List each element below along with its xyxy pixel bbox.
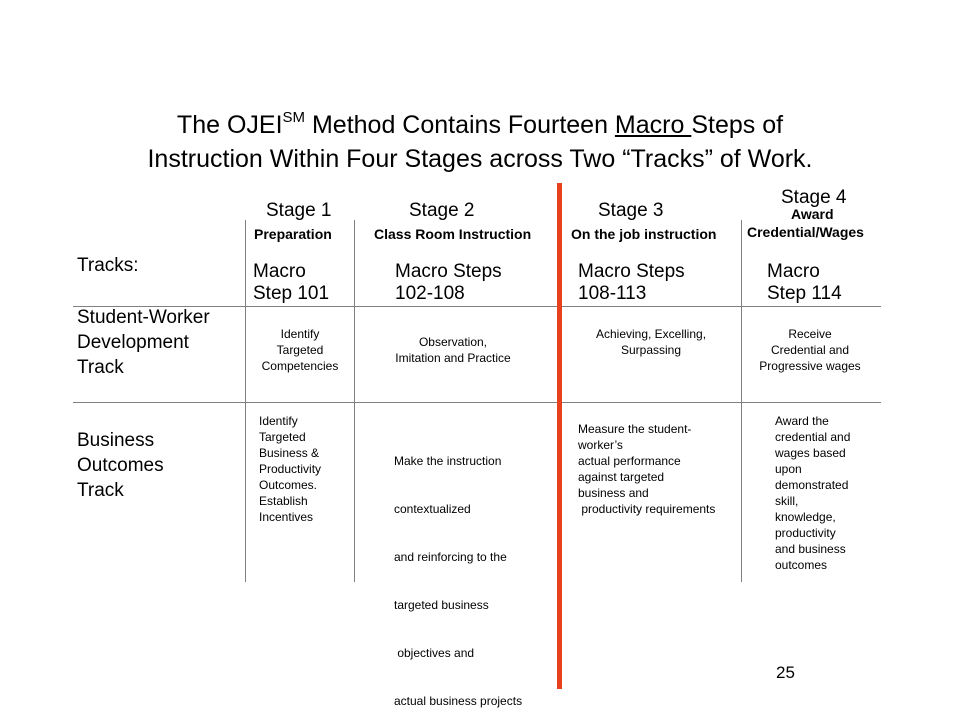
cell-line: business and (578, 486, 649, 500)
business-cell-stage-3: Measure the student- worker’s actual per… (578, 421, 715, 517)
grid-line (245, 220, 246, 582)
macro-step-text: Step 101 (253, 283, 330, 304)
macro-step-text: Macro Steps (578, 261, 685, 282)
grid-line (73, 306, 881, 307)
cell-line: skill, (775, 494, 799, 508)
cell-line: and reinforcing to the (394, 550, 507, 564)
macro-step-1: Macro Step 101 (253, 261, 329, 305)
macro-step-4: Macro Step 114 (767, 261, 842, 305)
cell-line: upon (775, 462, 802, 476)
track-label-line: Student-Worker (77, 307, 210, 328)
student-cell-stage-3: Achieving, Excelling, Surpassing (566, 326, 736, 358)
title-underlined-word: Macro (614, 111, 692, 139)
service-mark: SM (282, 109, 306, 126)
track-label-line: Business (77, 430, 155, 451)
cell-line: productivity requirements (578, 502, 716, 516)
title-text: Steps of (691, 111, 784, 139)
student-track-label: Student-Worker Development Track (77, 305, 210, 380)
stage-4-sub-line-2: Credential/Wages (747, 224, 864, 240)
cell-line: Outcomes. (259, 478, 318, 492)
macro-step-3: Macro Steps 108-113 (578, 261, 685, 305)
grid-line (354, 220, 355, 582)
tracks-label: Tracks: (77, 255, 139, 276)
track-label-line: Track (77, 480, 124, 501)
cell-line: Identify (259, 414, 298, 428)
cell-line: targeted business (394, 598, 489, 612)
cell-line: Achieving, Excelling, (595, 327, 707, 341)
stage-4-sub-line-1: Award (791, 206, 834, 222)
cell-line: Observation, (418, 335, 488, 349)
cell-line: objectives and (394, 646, 475, 660)
student-cell-stage-1: Identify Targeted Competencies (246, 326, 354, 374)
track-label-line: Outcomes (77, 455, 164, 476)
business-cell-stage-4: Award the credential and wages based upo… (775, 413, 850, 573)
cell-line: Targeted (259, 430, 306, 444)
stage-1-sub: Preparation (254, 226, 332, 242)
cell-line: outcomes (775, 558, 828, 572)
cell-line: Receive (788, 327, 832, 341)
macro-step-text: Macro (253, 261, 306, 282)
cell-line: Targeted (276, 343, 324, 357)
cell-line: Credential and (770, 343, 850, 357)
business-cell-stage-1: Identify Targeted Business & Productivit… (259, 413, 321, 525)
stage-3-sub: On the job instruction (571, 226, 717, 242)
macro-step-text: Macro Steps (395, 261, 502, 282)
cell-line: Incentives (259, 510, 314, 524)
page-number: 25 (776, 663, 795, 682)
grid-line (73, 402, 881, 403)
track-label-line: Development (77, 332, 189, 353)
macro-step-2: Macro Steps 102-108 (395, 261, 502, 305)
macro-step-text: 102-108 (395, 283, 465, 304)
cell-line: against targeted (578, 470, 665, 484)
title-line-1: The OJEISM Method Contains Fourteen Macr… (0, 110, 960, 140)
cell-line: Progressive wages (759, 359, 861, 373)
student-cell-stage-4: Receive Credential and Progressive wages (742, 326, 878, 374)
student-cell-stage-2: Observation, Imitation and Practice (363, 334, 543, 366)
title-text: The OJEI (176, 111, 283, 139)
track-label-line: Track (77, 357, 124, 378)
cell-line: Competencies (261, 359, 339, 373)
cell-line: wages based (775, 446, 846, 460)
stage-2-label: Stage 2 (409, 200, 475, 221)
cell-line: Award the (775, 414, 829, 428)
cell-line: Surpassing (620, 343, 682, 357)
cell-line: Establish (259, 494, 308, 508)
cell-line: actual business projects (394, 694, 523, 708)
macro-step-text: Macro (767, 261, 820, 282)
cell-line: knowledge, (775, 510, 836, 524)
cell-line: Make the instruction (394, 454, 502, 468)
stage-3-label: Stage 3 (598, 200, 664, 221)
cell-line: and business (775, 542, 846, 556)
cell-line: Productivity (259, 462, 322, 476)
cell-line: demonstrated (775, 478, 849, 492)
business-cell-stage-2: Make the instruction contextualized and … (394, 421, 522, 725)
cell-line: Measure the student- (578, 422, 692, 436)
cell-line: worker’s (578, 438, 623, 452)
macro-step-text: 108-113 (578, 283, 647, 304)
title-line-2: Instruction Within Four Stages across Tw… (147, 145, 813, 173)
grid-line (741, 220, 742, 582)
title-text: Method Contains Fourteen (305, 111, 615, 139)
stage-4-label: Stage 4 (781, 187, 847, 208)
macro-step-text: Step 114 (767, 283, 842, 304)
cell-line: Imitation and Practice (395, 351, 511, 365)
cell-line: Identify (280, 327, 320, 341)
cell-line: contextualized (394, 502, 471, 516)
stage-2-sub: Class Room Instruction (374, 226, 532, 242)
stage-divider-line (557, 183, 562, 689)
cell-line: productivity (775, 526, 836, 540)
business-track-label: Business Outcomes Track (77, 428, 164, 503)
cell-line: credential and (775, 430, 851, 444)
stage-1-label: Stage 1 (266, 200, 332, 221)
cell-line: actual performance (578, 454, 681, 468)
cell-line: Business & (259, 446, 320, 460)
